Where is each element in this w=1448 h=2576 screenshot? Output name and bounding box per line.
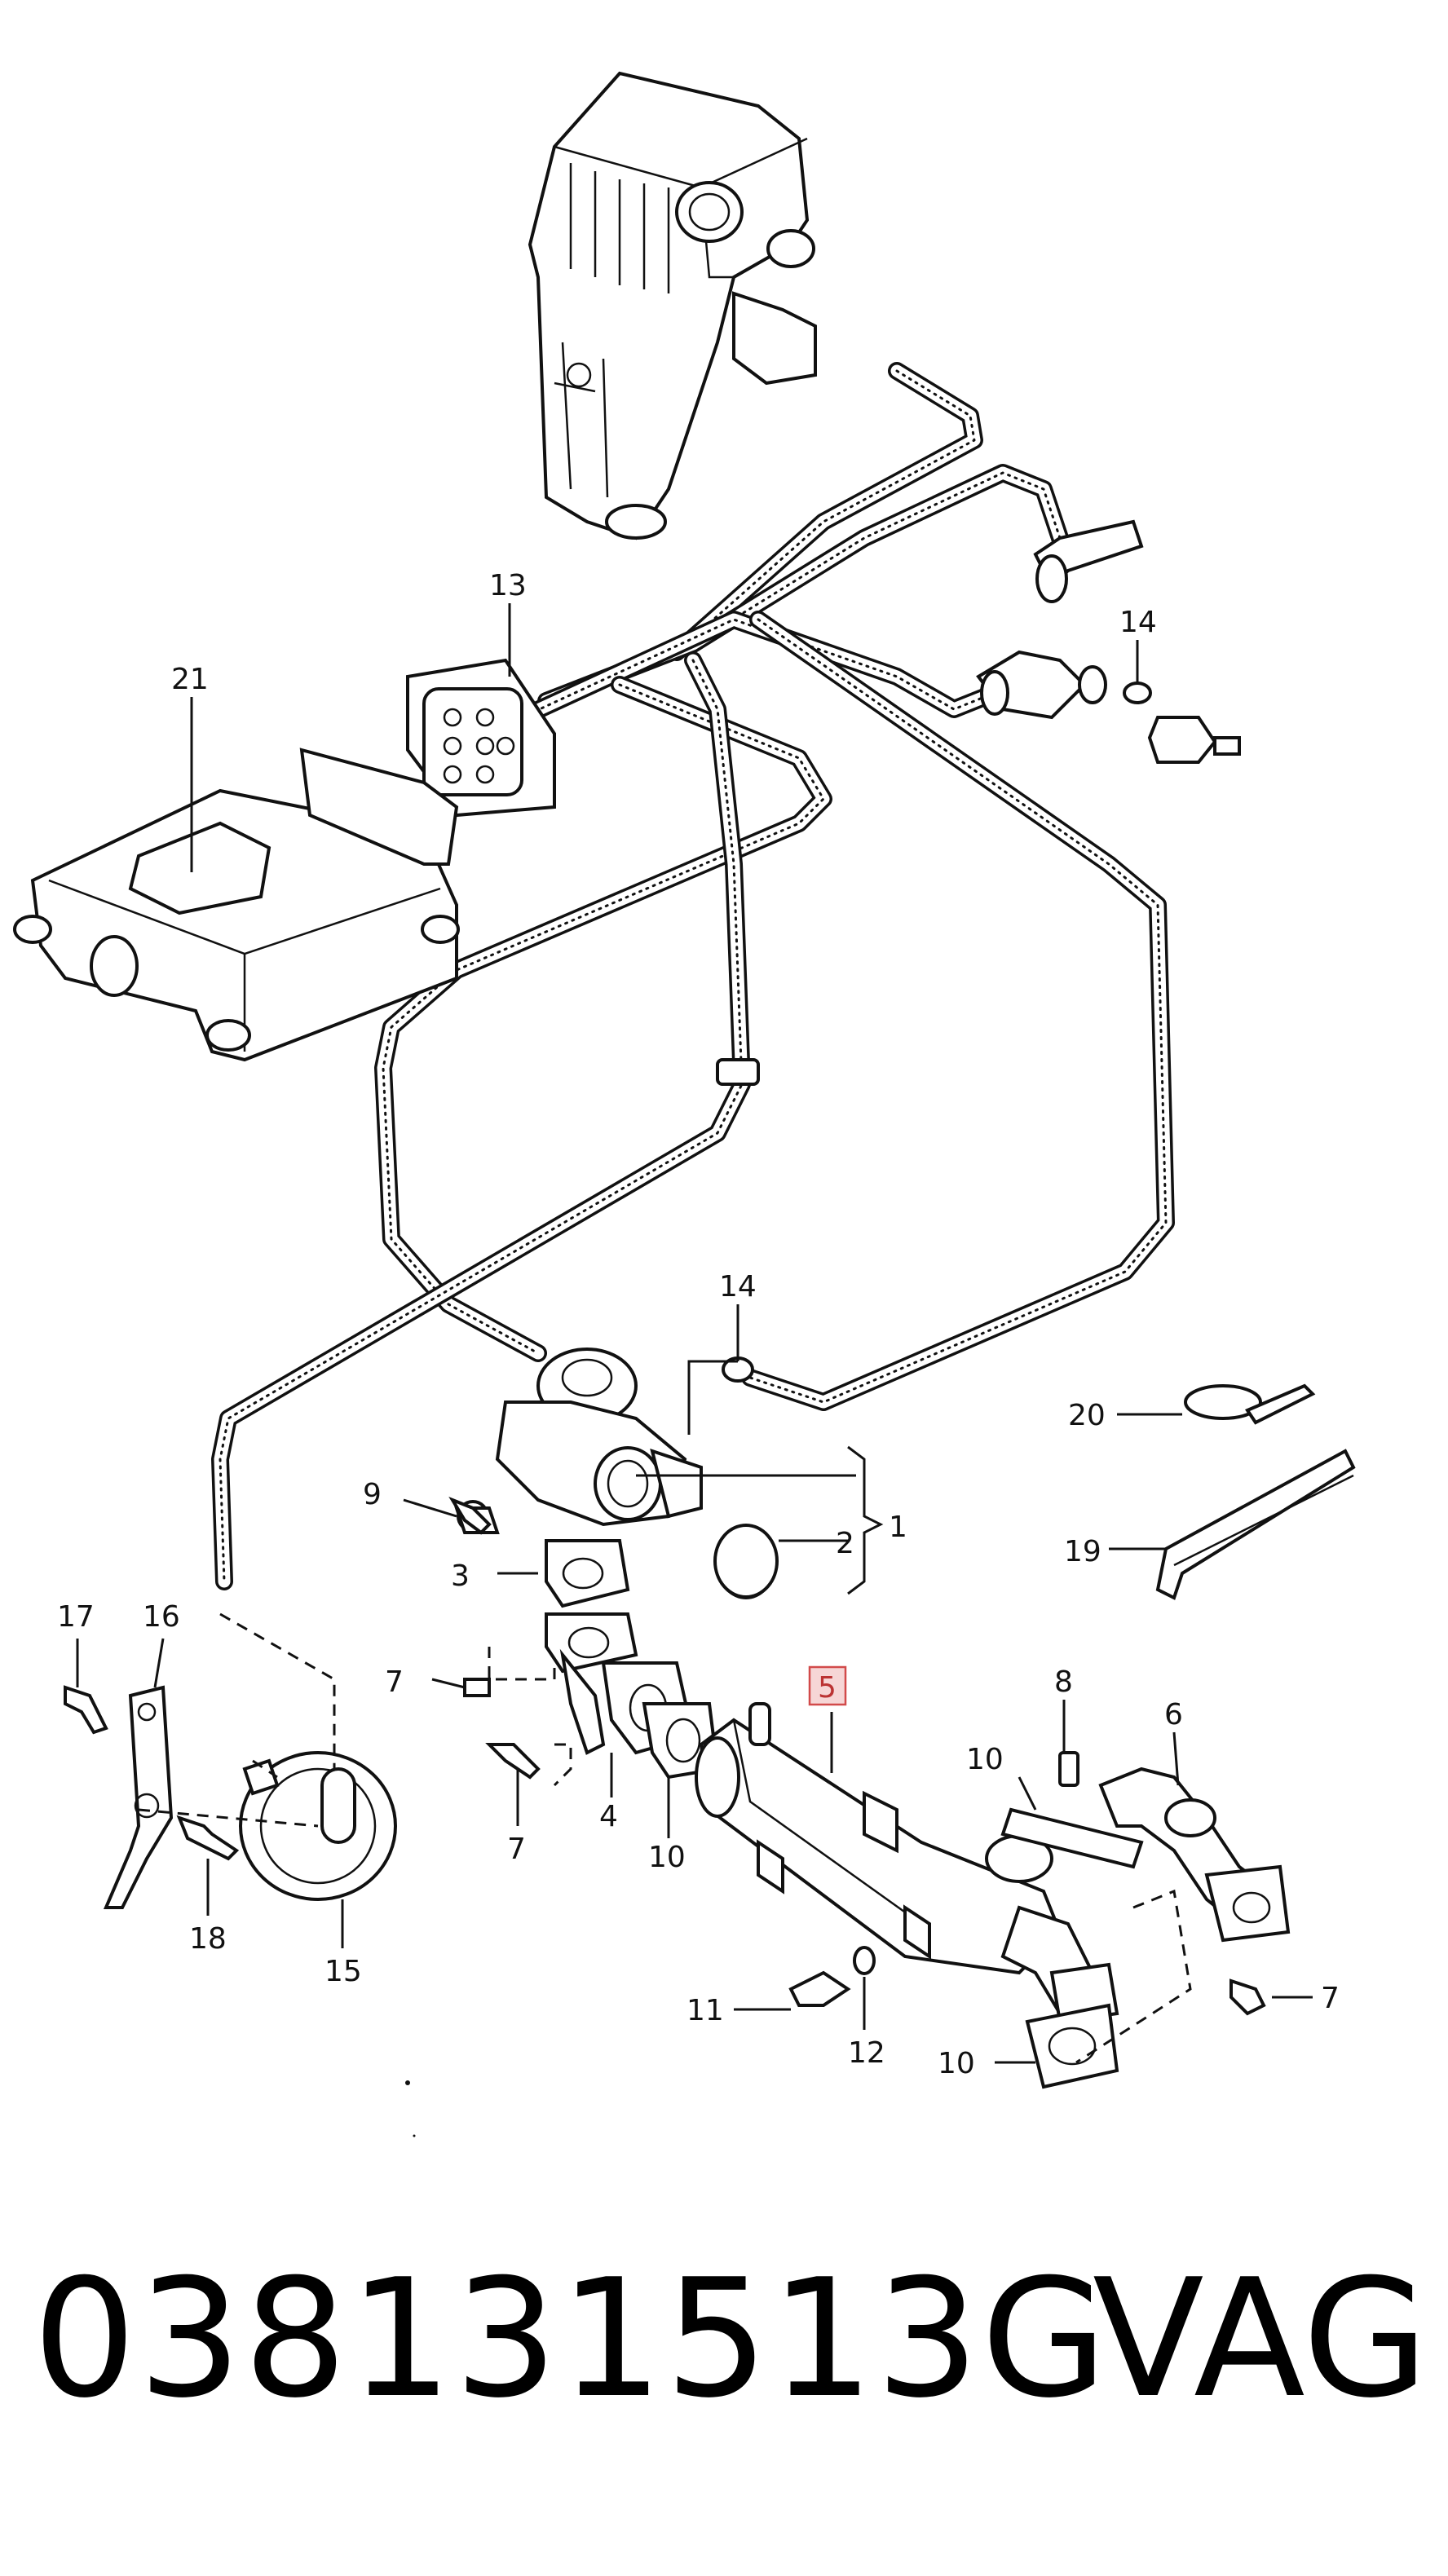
callout-8: 8 <box>1054 1665 1073 1699</box>
brand-label: VAG <box>1093 2244 1429 2434</box>
callout-12: 12 <box>848 2036 885 2070</box>
callout-10-left: 10 <box>648 1841 686 1874</box>
callout-6: 6 <box>1164 1698 1183 1731</box>
gasket-lower <box>1025 2003 1119 2089</box>
callout-labels: 13 21 14 14 1 2 3 9 7 7 7 4 10 10 10 5 8… <box>57 569 1340 2080</box>
cable-tie <box>1155 1449 1356 1600</box>
stray-mark <box>413 2134 416 2137</box>
callout-3: 3 <box>451 1559 470 1593</box>
callout-10-mid: 10 <box>966 1743 1004 1776</box>
callout-7-mid: 7 <box>507 1833 526 1866</box>
callout-21: 21 <box>171 663 209 696</box>
egr-cooler <box>695 1702 1119 2024</box>
hose-clamp <box>1184 1383 1316 1425</box>
callout-9: 9 <box>363 1478 382 1511</box>
control-module <box>13 748 460 1062</box>
bolts <box>64 1496 1266 2016</box>
egr-gaskets-and-pipe <box>545 1539 720 1780</box>
stud <box>1058 1751 1079 1787</box>
stray-mark <box>405 2080 410 2085</box>
exploded-parts-diagram: 13 21 14 14 1 2 3 9 7 7 7 4 10 10 10 5 8… <box>13 71 1356 2137</box>
callout-14-top: 14 <box>1119 606 1157 639</box>
gasket-strip <box>1000 1807 1144 1869</box>
callout-16: 16 <box>143 1600 180 1634</box>
callout-11: 11 <box>686 1994 724 2027</box>
callout-18: 18 <box>189 1922 227 1956</box>
leader-lines <box>76 603 1313 2064</box>
part-number: 038131513G <box>33 2244 1110 2434</box>
callout-1: 1 <box>889 1511 907 1544</box>
callout-15: 15 <box>324 1955 362 1988</box>
callout-20: 20 <box>1068 1399 1106 1432</box>
callout-19: 19 <box>1064 1535 1101 1568</box>
callout-7-right: 7 <box>1321 1982 1340 2015</box>
callout-13: 13 <box>489 569 527 602</box>
callout-2: 2 <box>836 1527 854 1560</box>
callout-17: 17 <box>57 1600 95 1634</box>
o-ring <box>713 1524 779 1599</box>
air-filter-housing <box>528 71 817 540</box>
egr-pipe <box>1098 1767 1291 1943</box>
callout-5-highlight: 5 <box>808 1665 847 1706</box>
vacuum-hose-network <box>211 362 1175 1590</box>
callout-7-left: 7 <box>385 1665 404 1699</box>
hose-clamp-top <box>1123 681 1241 764</box>
callout-14-lower: 14 <box>719 1270 757 1303</box>
callout-5: 5 <box>818 1671 837 1705</box>
mounting-bracket <box>103 1685 174 1909</box>
harness-connector <box>406 658 556 818</box>
callout-10-lower: 10 <box>938 2047 975 2080</box>
callout-4: 4 <box>599 1800 618 1833</box>
